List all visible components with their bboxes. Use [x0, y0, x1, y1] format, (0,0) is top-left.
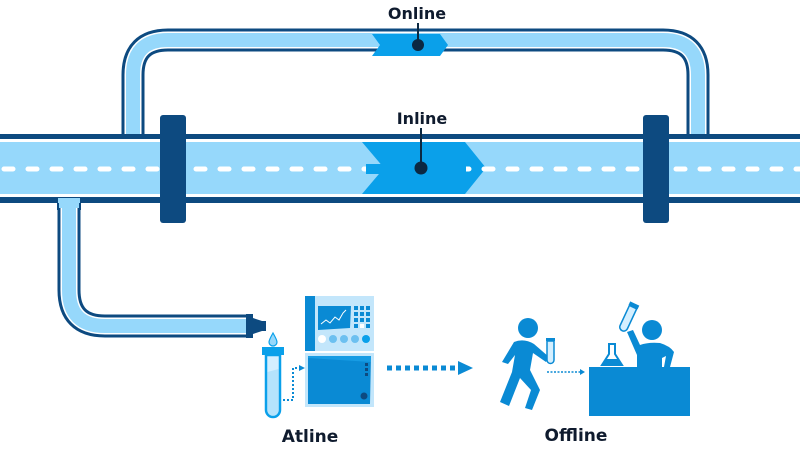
lab-bench	[589, 367, 690, 416]
inline-label: Inline	[397, 109, 448, 128]
raised-test-tube-icon	[619, 301, 640, 332]
atline-test-tube-icon	[262, 347, 284, 419]
online-label-group: Online	[388, 4, 446, 51]
analyzer-buttons	[318, 335, 370, 343]
online-sensor-section	[372, 34, 448, 56]
atline-sampling-pipe	[57, 198, 250, 338]
online-highlight-chevron	[372, 34, 448, 56]
atline-analyzer-instrument	[305, 296, 374, 407]
right-flange	[643, 115, 669, 223]
tube-to-analyzer-arrow	[283, 367, 300, 401]
inline-marker-dot	[414, 161, 428, 175]
offline-label: Offline	[545, 426, 608, 446]
lab-scientist-icon	[627, 320, 674, 367]
sample-droplet-icon	[268, 331, 278, 347]
online-marker-dot	[412, 39, 424, 51]
erlenmeyer-flask-icon	[600, 343, 624, 366]
left-flange	[160, 115, 186, 223]
online-label: Online	[388, 4, 446, 23]
chart-trend-icon	[320, 309, 347, 325]
sampling-valve-nozzle	[246, 314, 266, 338]
carried-test-tube-icon	[546, 338, 555, 365]
analyzer-screen	[318, 306, 351, 330]
atline-to-offline-arrow	[387, 361, 473, 375]
atline-label: Atline	[282, 427, 339, 447]
walking-person-icon	[500, 318, 549, 410]
inline-label-group: Inline	[397, 109, 448, 175]
analyzer-keypad	[354, 306, 370, 328]
person-to-lab-arrow	[547, 369, 585, 375]
